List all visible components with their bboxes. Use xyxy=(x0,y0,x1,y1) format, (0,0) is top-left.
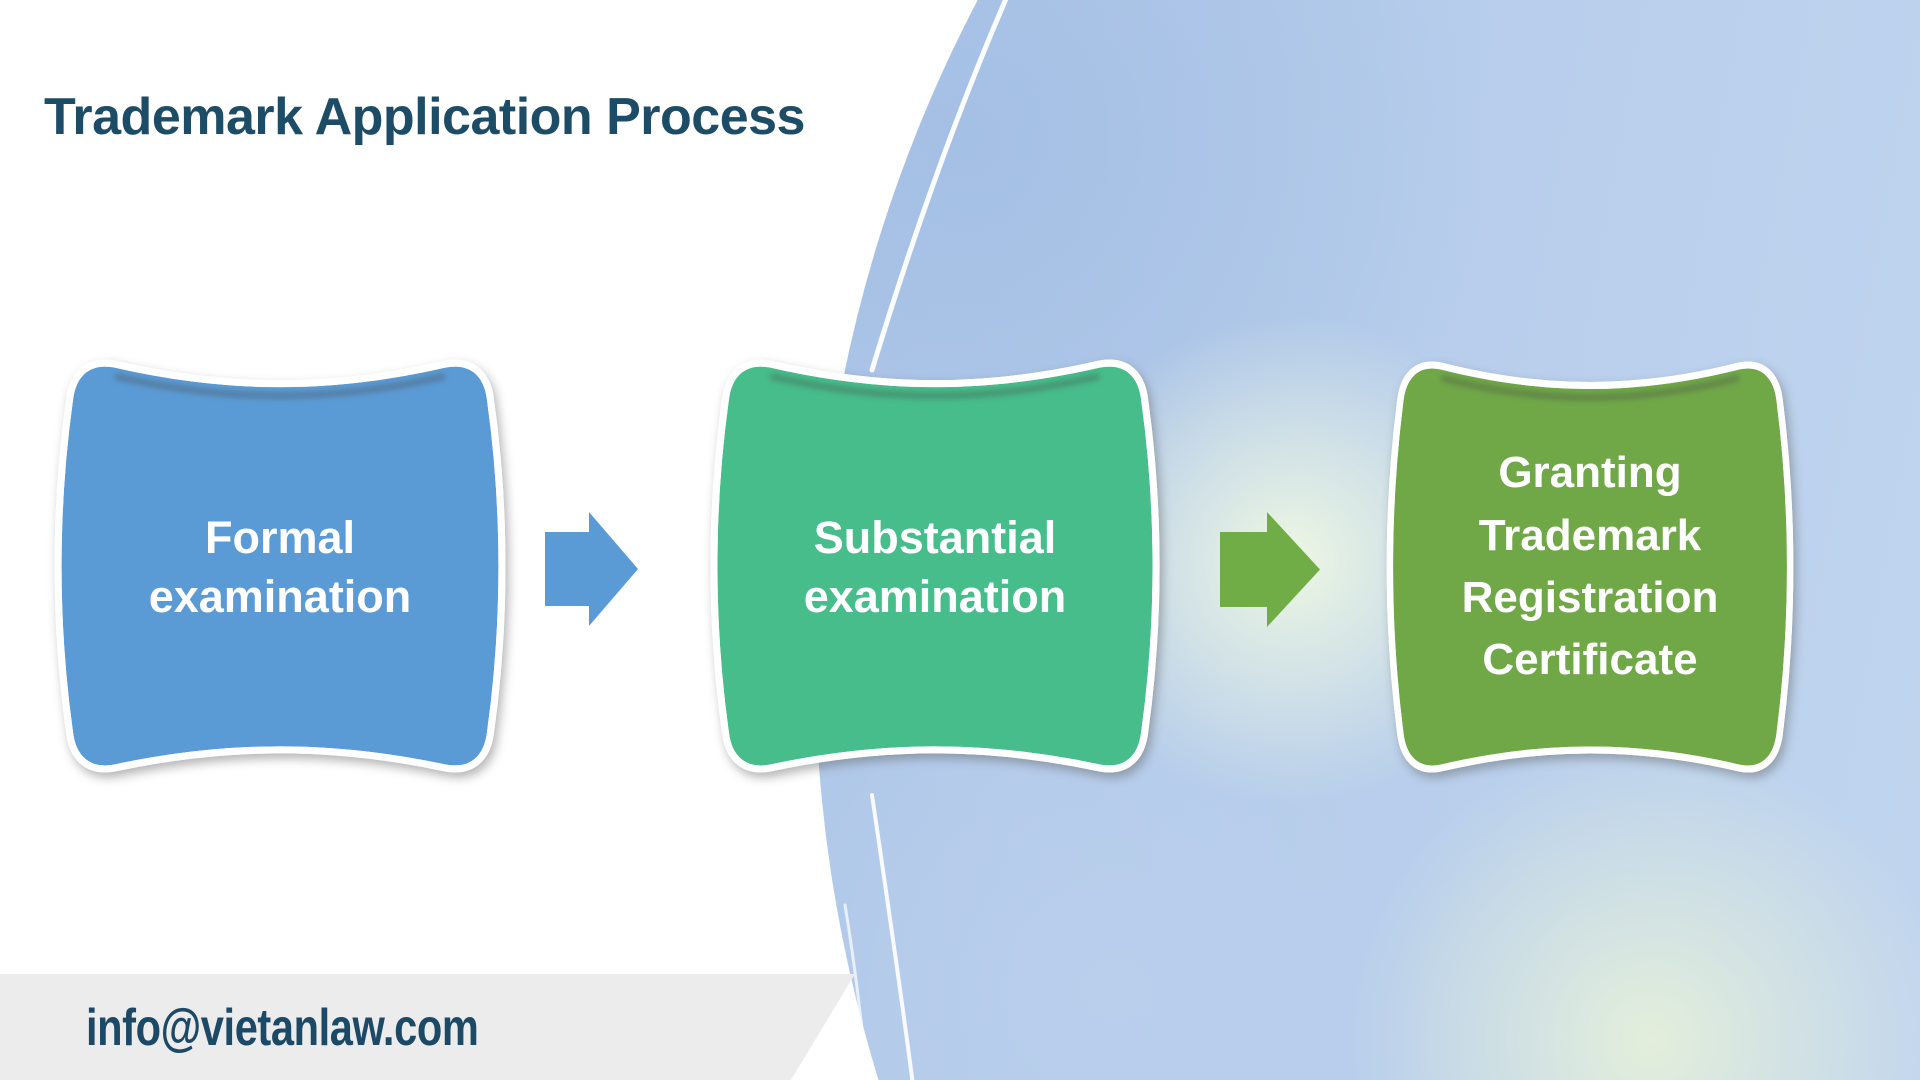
step-box-rim-1 xyxy=(54,359,506,773)
flow-arrow-2-shape xyxy=(1220,512,1320,627)
step-box-inner-shadow-1 xyxy=(114,373,446,399)
step-label-3: Granting Trademark Registration Certific… xyxy=(1390,370,1790,764)
step-label-3-text: Granting Trademark Registration Certific… xyxy=(1461,448,1719,685)
footer-banner xyxy=(0,974,855,1080)
flow-arrow-1 xyxy=(545,512,638,626)
step-box-shape-2 xyxy=(710,359,1160,773)
step-box-shape-1 xyxy=(54,359,506,773)
step-label-1-text: Formal examination xyxy=(148,511,412,622)
step-box-shape-3 xyxy=(1386,361,1794,773)
step-box-inner-shadow-2 xyxy=(769,373,1101,399)
step-box-rim-3 xyxy=(1386,361,1794,773)
step-box-inner-shadow-3 xyxy=(1440,375,1740,401)
step-label-2-text: Substantial examination xyxy=(803,511,1067,622)
footer-email: info@vietanlaw.com xyxy=(86,999,479,1057)
step-label-2: Substantial examination xyxy=(712,384,1158,750)
flow-arrow-2 xyxy=(1220,512,1320,627)
step-box-rim-2 xyxy=(710,359,1160,773)
page-title: Trademark Application Process xyxy=(44,87,805,146)
flow-arrow-1-shape xyxy=(545,512,638,626)
step-label-1: Formal examination xyxy=(60,384,500,750)
